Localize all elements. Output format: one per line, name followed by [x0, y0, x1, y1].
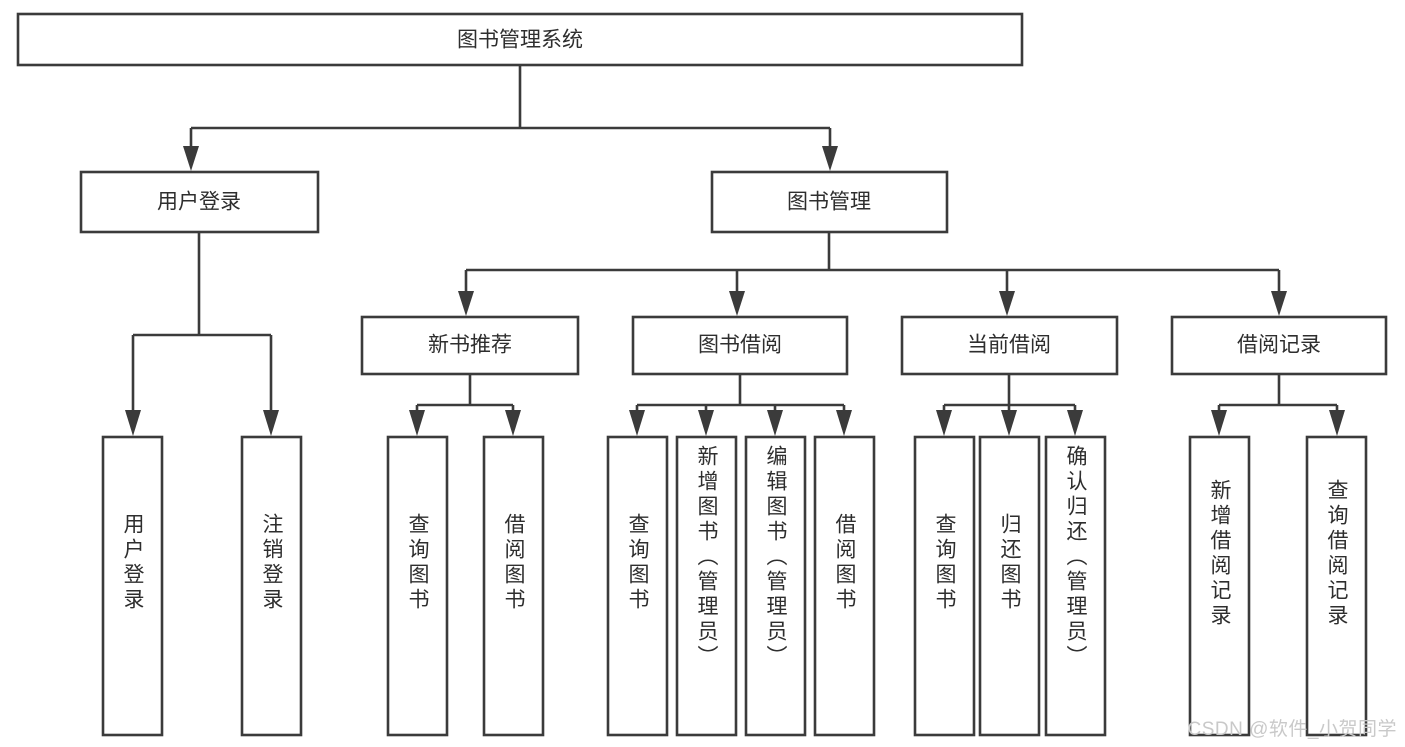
node-root-label: 图书管理系统: [457, 29, 583, 52]
leaf-box-edit-book[interactable]: [744, 435, 807, 737]
arrowhead-leaf-borrow-book-2: [836, 410, 852, 436]
leaf-box-user-login[interactable]: [101, 435, 164, 737]
arrowhead-borrow-record: [1271, 291, 1287, 316]
leaf-box-borrow-book-2[interactable]: [813, 435, 876, 737]
node-book-manage[interactable]: 图书管理: [710, 170, 949, 234]
arrowhead-book-manage: [822, 146, 838, 171]
arrowhead-new-book-recommend: [458, 291, 474, 316]
arrowhead-leaf-query-book-3: [936, 410, 952, 436]
node-user-login-label: 用户登录: [157, 191, 241, 214]
node-book-borrow[interactable]: 图书借阅: [631, 315, 849, 376]
node-borrow-record-box[interactable]: [1170, 315, 1388, 376]
arrowhead-leaf-user-login: [125, 410, 141, 436]
leaf-box-query-book-3[interactable]: [913, 435, 976, 737]
arrowhead-leaf-edit-book: [767, 410, 783, 436]
leaf-box-return-book[interactable]: [978, 435, 1041, 737]
arrowhead-leaf-query-record: [1329, 410, 1345, 436]
node-current-borrow-label: 当前借阅: [967, 334, 1051, 357]
node-book-manage-label: 图书管理: [787, 191, 871, 214]
leaf-box-user-logout[interactable]: [240, 435, 303, 737]
node-borrow-record[interactable]: 借阅记录: [1170, 315, 1388, 376]
arrowhead-leaf-add-book: [698, 410, 714, 436]
arrowhead-leaf-confirm-return: [1067, 410, 1083, 436]
node-borrow-record-label: 借阅记录: [1237, 334, 1321, 357]
arrowhead-leaf-add-record: [1211, 410, 1227, 436]
csdn-watermark: CSDN @软件_小贺同学: [1187, 719, 1397, 740]
node-user-login[interactable]: 用户登录: [79, 170, 320, 234]
leaf-box-query-record[interactable]: [1305, 435, 1368, 737]
node-book-borrow-label: 图书借阅: [698, 334, 782, 357]
node-new-book-recommend-box[interactable]: [360, 315, 580, 376]
leaf-box-query-book-2[interactable]: [606, 435, 669, 737]
arrowhead-leaf-query-book-1: [409, 410, 425, 436]
node-current-borrow[interactable]: 当前借阅: [900, 315, 1119, 376]
node-current-borrow-box[interactable]: [900, 315, 1119, 376]
leaf-box-add-record[interactable]: [1188, 435, 1251, 737]
arrowhead-current-borrow: [999, 291, 1015, 316]
node-book-borrow-box[interactable]: [631, 315, 849, 376]
leaf-box-add-book[interactable]: [675, 435, 738, 737]
arrowhead-book-borrow: [729, 291, 745, 316]
arrowhead-leaf-query-book-2: [629, 410, 645, 436]
node-new-book-recommend-label: 新书推荐: [428, 334, 512, 357]
node-root[interactable]: 图书管理系统: [16, 12, 1024, 67]
node-new-book-recommend[interactable]: 新书推荐: [360, 315, 580, 376]
leaf-box-borrow-book-1[interactable]: [482, 435, 545, 737]
node-book-manage-box[interactable]: [710, 170, 949, 234]
node-root-box[interactable]: [16, 12, 1024, 67]
arrowhead-leaf-user-logout: [263, 410, 279, 436]
arrowhead-leaf-borrow-book-1: [505, 410, 521, 436]
leaf-box-confirm-return[interactable]: [1044, 435, 1107, 737]
leaf-box-query-book-1[interactable]: [386, 435, 449, 737]
arrowhead-user-login: [183, 146, 199, 171]
arrowhead-leaf-return-book: [1001, 410, 1017, 436]
